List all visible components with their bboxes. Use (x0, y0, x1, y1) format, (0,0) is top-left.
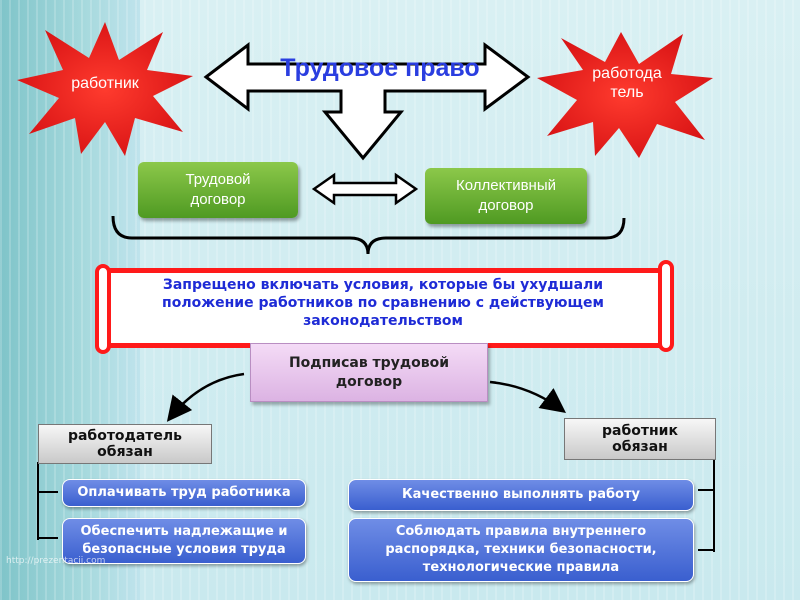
employer-obliged-label: работодатель обязан (67, 428, 183, 460)
left-star-shape (17, 22, 193, 156)
employee-duty-1: Качественно выполнять работу (348, 479, 694, 511)
employer-duty-1: Оплачивать труд работника (62, 479, 306, 507)
employer-duty-2-label: Обеспечить надлежащие и безопасные услов… (80, 524, 288, 557)
watermark: http://prezentacii.com (6, 556, 106, 566)
labor-contract-label: Трудовой договор (185, 171, 251, 208)
scroll-curl-right (658, 260, 674, 352)
employee-duty-1-label: Качественно выполнять работу (402, 487, 640, 502)
employer-duty-2: Обеспечить надлежащие и безопасные услов… (62, 518, 306, 564)
diagram-title: Трудовое право (280, 54, 480, 82)
scroll-curl-left (95, 264, 111, 354)
employee-star-label: работник (71, 75, 139, 92)
employee-obliged-header: работник обязан (564, 418, 716, 460)
signing-box: Подписав трудовой договор (250, 343, 488, 402)
collective-contract-box: Коллективный договор (425, 168, 587, 224)
employee-obliged-label: работник обязан (602, 423, 678, 455)
collective-contract-label: Коллективный договор (456, 177, 556, 214)
signing-label: Подписав трудовой договор (288, 354, 450, 390)
prohibition-text: Запрещено включать условия, которые бы у… (162, 277, 604, 329)
brace (111, 215, 626, 255)
main-double-arrow (203, 41, 531, 161)
employer-star-label: работодатель (592, 65, 662, 101)
employee-duty-2-label: Соблюдать правила внутреннего распорядка… (385, 524, 657, 575)
contracts-double-arrow (312, 172, 418, 206)
employee-duty-2: Соблюдать правила внутреннего распорядка… (348, 518, 694, 582)
employer-duty-1-label: Оплачивать труд работника (77, 485, 291, 500)
labor-contract-box: Трудовой договор (138, 162, 298, 218)
employer-obliged-header: работодатель обязан (38, 424, 212, 464)
right-star-shape (537, 32, 713, 158)
